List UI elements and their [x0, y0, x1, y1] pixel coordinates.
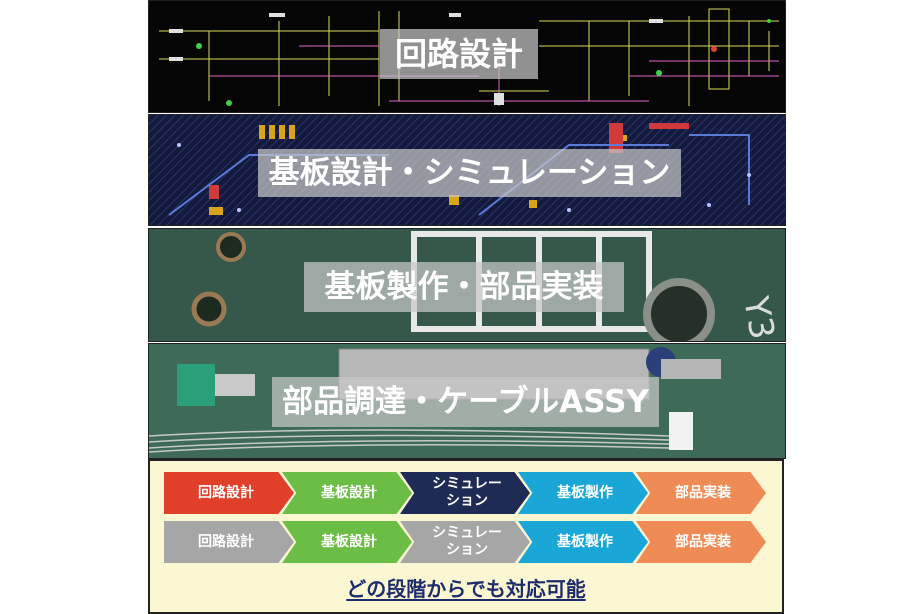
pcb-layout-drawing	[149, 115, 785, 225]
flow-step-label: 回路設計	[198, 533, 254, 550]
flow-step: 基板設計	[282, 521, 412, 563]
flow-step-label: シミュレー ション	[432, 525, 502, 558]
circuit-design-photo: 回路設計	[148, 0, 786, 113]
parts-procurement-label: 部品調達・ケーブルASSY	[272, 377, 659, 427]
flow-step: 回路設計	[164, 521, 294, 563]
flow-step: 回路設計	[164, 472, 294, 514]
board-design-photo: 基板設計・シミュレーション	[148, 114, 786, 226]
flow-step-label: 基板製作	[557, 484, 613, 501]
flow-step-label: 基板製作	[557, 533, 613, 550]
flow-step: 部品実装	[636, 472, 766, 514]
service-flow-panel: 回路設計基板設計シミュレー ション基板製作部品実装 回路設計基板設計シミュレー …	[148, 459, 784, 614]
parts-procurement-photo: 部品調達・ケーブルASSY	[148, 343, 786, 459]
board-design-label: 基板設計・シミュレーション	[258, 149, 681, 197]
flow-step: 部品実装	[636, 521, 766, 563]
flow-caption: どの段階からでも対応可能	[346, 577, 586, 601]
flow-row-partial: 回路設計 基板設計 シミュレー ション 基板製作 部品実装	[164, 521, 774, 563]
flow-step: シミュレー ション	[400, 521, 530, 563]
flow-step: 基板製作	[518, 521, 648, 563]
board-fabrication-label: 基板製作・部品実装	[304, 262, 624, 312]
flow-step-label: 部品実装	[675, 484, 731, 501]
flow-step-label: 基板設計	[321, 533, 377, 550]
flow-step: 基板製作	[518, 472, 648, 514]
board-fabrication-photo: Y34 基板製作・部品実装	[148, 228, 786, 342]
flow-step-label: 部品実装	[675, 533, 731, 550]
flow-step: シミュレー ション	[400, 472, 530, 514]
flow-step-label: 回路設計	[198, 484, 254, 501]
flow-step-label: シミュレー ション	[432, 476, 502, 509]
flow-step: 基板設計	[282, 472, 412, 514]
flow-step-label: 基板設計	[321, 484, 377, 501]
svg-text:Y34: Y34	[735, 293, 785, 341]
circuit-design-label: 回路設計	[380, 29, 538, 79]
schematic-drawing	[159, 8, 779, 106]
flow-row-full: 回路設計 基板設計 シミュレー ション 基板製作 部品実装	[164, 472, 774, 514]
